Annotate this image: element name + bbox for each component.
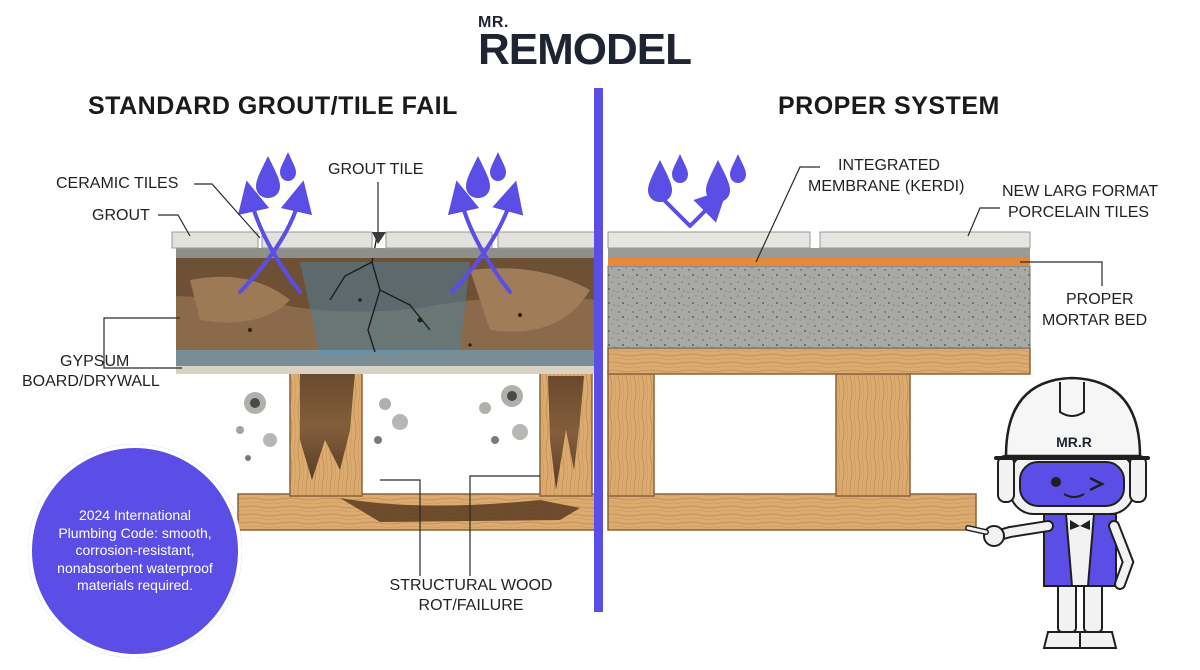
label-wood-line1: STRUCTURAL WOOD	[378, 576, 564, 596]
right-mortar-bed	[608, 266, 1030, 348]
right-bottom-plank	[608, 494, 976, 530]
label-membrane-line2: MEMBRANE (KERDI)	[808, 177, 964, 197]
right-water-drops	[648, 154, 746, 202]
mold-spores	[236, 385, 528, 461]
label-grout: GROUT	[92, 206, 150, 226]
center-divider	[594, 88, 603, 612]
label-mortar-line2: MORTAR BED	[1042, 311, 1147, 331]
label-porcelain-line2: PORCELAIN TILES	[1008, 203, 1149, 223]
right-joist-2	[836, 372, 910, 496]
label-grout-tile: GROUT TILE	[328, 160, 423, 180]
right-subfloor	[608, 348, 1030, 374]
left-heading: STANDARD GROUT/TILE FAIL	[88, 92, 458, 121]
left-bottom-plank	[238, 494, 600, 530]
right-membrane	[608, 258, 1030, 266]
label-gypsum-line1: GYPSUM	[60, 352, 129, 372]
left-thinset	[176, 248, 600, 258]
right-deflect-arrow	[662, 198, 716, 226]
right-thinset	[608, 248, 1030, 258]
left-gypsum-layer	[176, 258, 600, 374]
plumbing-code-badge: 2024 International Plumbing Code: smooth…	[28, 444, 242, 658]
label-gypsum-line2: BOARD/DRYWALL	[22, 372, 160, 392]
mascot-robot	[968, 378, 1148, 648]
left-joist-2	[540, 372, 592, 496]
label-membrane-line1: INTEGRATED	[838, 156, 940, 176]
left-joist-1	[290, 372, 362, 496]
label-porcelain-line1: NEW LARG FORMAT	[1002, 182, 1158, 202]
logo-remodel: REMODEL	[478, 24, 691, 76]
right-joist-1	[608, 372, 654, 496]
right-tile-row	[608, 232, 1030, 248]
plumbing-code-text: 2024 International Plumbing Code: smooth…	[50, 507, 220, 595]
left-tile-row	[172, 232, 600, 248]
right-heading: PROPER SYSTEM	[778, 92, 1000, 121]
label-wood-line2: ROT/FAILURE	[378, 596, 564, 616]
mascot-helmet-label: MR.R	[1052, 434, 1096, 450]
label-mortar-line1: PROPER	[1066, 290, 1134, 310]
label-ceramic-tiles: CERAMIC TILES	[56, 174, 178, 194]
